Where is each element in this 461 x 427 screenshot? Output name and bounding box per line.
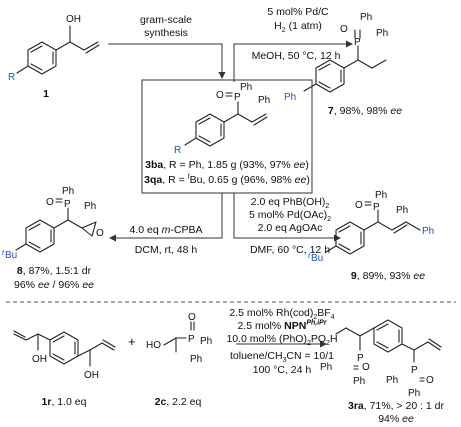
atom-o: O xyxy=(216,90,224,101)
structure-compound-7: O P Ph Ph Ph xyxy=(284,12,388,103)
atom-p: P xyxy=(64,199,71,210)
atom-ph: Ph xyxy=(320,362,332,373)
label-compound-7: 7, 98%, 98% ee xyxy=(327,105,403,117)
cond-pdc: 5 mol% Pd/C xyxy=(267,6,329,18)
atom-o: O xyxy=(362,362,370,373)
atom-o: O xyxy=(46,197,54,208)
atom-ph: Ph xyxy=(360,12,372,23)
atom-p: P xyxy=(188,334,195,345)
label-compound-1r: 1r, 1.0 eq xyxy=(41,396,87,408)
atom-ph: Ph xyxy=(375,190,387,201)
arrow-heck xyxy=(233,193,341,242)
atom-p: P xyxy=(357,353,364,364)
cond-dmf: DMF, 60 °C, 12 h xyxy=(249,244,331,256)
label-compound-1: 1 xyxy=(43,88,49,100)
structure-compound-9: O P Ph Ph Ph t Bu xyxy=(308,190,434,264)
atom-o: O xyxy=(340,24,348,35)
atom-ph: Ph xyxy=(190,354,202,365)
atom-p: P xyxy=(354,37,361,48)
label-compound-9: 9, 89%, 93% ee xyxy=(350,270,426,282)
cond-phboh2: 2.0 eq PhB(OH)2 xyxy=(250,196,330,211)
label-compound-3ba: 3ba, R = Ph, 1.85 g (93%, 97% ee) xyxy=(145,159,309,171)
cond-h2: H2 (1 atm) xyxy=(274,20,322,35)
atom-p: P xyxy=(411,365,418,376)
atom-o: O xyxy=(355,200,363,211)
structure-compound-3ra: Ph P O Ph Ph P O Ph xyxy=(320,319,442,399)
atom-r: R xyxy=(8,72,15,83)
arrow-gram-scale xyxy=(108,43,226,79)
cond-rh: 2.5 mol% Rh(cod)2BF4 xyxy=(229,307,335,322)
structure-compound-1r: OH OH xyxy=(13,330,116,381)
atom-o: O xyxy=(426,375,434,386)
cond-pdoac2: 5 mol% Pd(OAc)2 xyxy=(248,209,332,224)
product-box xyxy=(141,79,313,194)
atom-oh: OH xyxy=(32,354,47,365)
atom-ph: Ph xyxy=(200,336,212,347)
atom-ph: Ph xyxy=(353,376,365,387)
label-compound-8-ee: 96% ee / 96% ee xyxy=(14,279,94,291)
cond-temp-time: 100 °C, 24 h xyxy=(252,364,312,376)
structure-compound-3: O P Ph Ph R xyxy=(174,82,270,156)
atom-ph: Ph xyxy=(240,82,252,93)
atom-o: O xyxy=(188,312,196,323)
label-compound-8: 8, 87%, 1.5:1 dr xyxy=(16,265,92,277)
plus-sign: + xyxy=(128,334,136,349)
cond-dcm: DCM, rt, 48 h xyxy=(134,244,198,256)
atom-oh: OH xyxy=(66,14,81,25)
substituent-tbu-t: t xyxy=(308,253,311,260)
structure-compound-1: OH R xyxy=(8,14,100,83)
label-compound-3ra-ee: 94% ee xyxy=(378,413,414,425)
cond-synthesis: synthesis xyxy=(144,27,188,39)
atom-o: O xyxy=(96,228,104,239)
atom-ph: Ph xyxy=(84,201,96,212)
atom-ph: Ph xyxy=(386,375,398,386)
atom-ph: Ph xyxy=(376,28,388,39)
substituent-ph: Ph xyxy=(422,226,434,237)
cond-npn-ligand: 2.5 mol% NPNPh,iPr xyxy=(237,319,327,333)
cond-solvent: toluene/CH3CN = 10/1 xyxy=(229,350,335,365)
cond-mcpba: 4.0 eq m-CPBA xyxy=(129,224,203,236)
cond-phosphoric-acid: 10.0 mol% (PhO)2PO2H xyxy=(226,333,338,348)
cond-agoac: 2.0 eq AgOAc xyxy=(257,222,323,234)
atom-ph: Ph xyxy=(408,388,420,399)
label-compound-3qa: 3qa, R = tBu, 0.65 g (96%, 98% ee) xyxy=(144,173,310,187)
atom-ho: HO xyxy=(146,340,161,351)
atom-ph: Ph xyxy=(258,95,270,106)
label-compound-3ra: 3ra, 71%, > 20 : 1 dr xyxy=(347,400,445,412)
atom-ph: Ph xyxy=(396,205,408,216)
cond-gram-scale: gram-scale xyxy=(140,14,192,26)
atom-r: R xyxy=(174,145,181,156)
atom-p: P xyxy=(234,92,241,103)
atom-p: P xyxy=(373,202,380,213)
cond-meoh: MeOH, 50 °C, 12 h xyxy=(251,50,341,62)
structure-compound-2c: HO O P Ph Ph xyxy=(146,312,212,365)
atom-ph: Ph xyxy=(62,186,74,197)
label-compound-2c: 2c, 2.2 eq xyxy=(154,396,202,408)
arrow-hydrogenation xyxy=(233,40,353,82)
arrow-epoxidation xyxy=(109,193,223,242)
substituent-ph: Ph xyxy=(284,92,296,103)
substituent-tbu: Bu xyxy=(5,250,17,261)
structure-compound-8: O P Ph Ph O t Bu xyxy=(2,186,104,261)
atom-oh: OH xyxy=(84,370,99,381)
substituent-tbu: Bu xyxy=(311,253,323,264)
substituent-tbu-t: t xyxy=(2,250,5,257)
